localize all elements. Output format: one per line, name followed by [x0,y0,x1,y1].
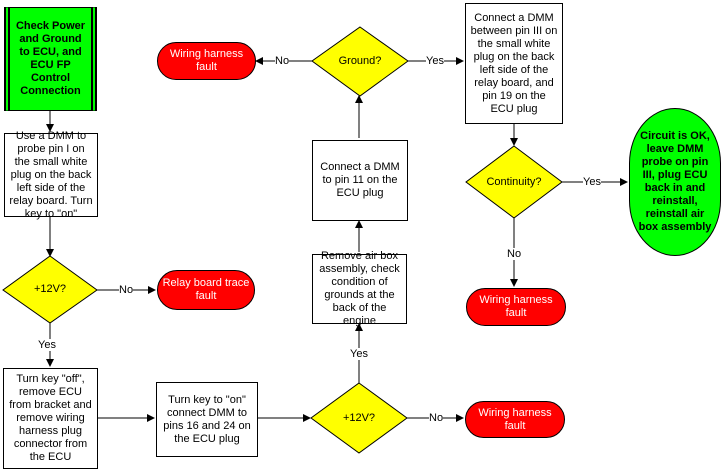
harness-fault-mid-label: Wiring harness fault [479,294,553,319]
decision-12v-2-label: +12V? [342,411,376,424]
edge-label-yes-airbox: Yes [350,348,368,360]
remove-airbox-box: Remove air box assembly, check condition… [312,250,407,327]
decision-12v-1: +12V? [3,256,97,323]
harness-fault-top-terminal: Wiring harness fault [157,42,256,80]
decision-12v-2: +12V? [311,383,407,453]
connect-pin11-box: Connect a DMM to pin 11 on the ECU plug [312,140,408,221]
start-label: Check Power and Ground to ECU, and ECU F… [15,20,86,97]
edge-label-yes-pin3: Yes [426,55,444,67]
edge-label-no-bottom: No [429,412,444,424]
harness-fault-mid-terminal: Wiring harness fault [466,288,566,326]
decision-continuity-shape [465,145,563,219]
edge-label-no-mid: No [507,248,522,260]
key-off-box: Turn key "off", remove ECU from bracket … [3,368,98,469]
key-off-label: Turn key "off", remove ECU from bracket … [9,373,92,463]
circuit-ok-label: Circuit is OK, leave DMM probe on pin II… [638,130,712,233]
decision-12v-1-label: +12V? [33,283,67,295]
remove-airbox-label: Remove air box assembly, check condition… [319,250,400,327]
edge-label-no-top: No [275,55,290,67]
harness-fault-bottom-label: Wiring harness fault [478,406,552,432]
start-box: Check Power and Ground to ECU, and ECU F… [4,7,97,111]
key-on-label: Turn key to "on" connect DMM to pins 16 … [163,393,251,445]
edge-label-yes-ok: Yes [583,176,601,188]
decision-ground: Ground? [312,27,408,96]
probe-pin1-label: Use a DMM to probe pin I on the small wh… [9,129,93,220]
decision-ground-shape [311,26,409,97]
circuit-ok-terminal: Circuit is OK, leave DMM probe on pin II… [629,108,721,256]
decision-continuity: Continuity? [466,146,562,218]
decision-continuity-label: Continuity? [486,175,542,188]
decision-ground-label: Ground? [338,55,382,67]
key-on-box: Turn key to "on" connect DMM to pins 16 … [156,382,258,457]
relay-trace-fault-terminal: Relay board trace fault [157,270,255,310]
probe-pin1-box: Use a DMM to probe pin I on the small wh… [4,130,98,220]
harness-fault-top-label: Wiring harness fault [169,48,244,73]
edge-label-no-relay: No [119,284,134,296]
relay-trace-fault-label: Relay board trace fault [162,277,250,302]
decision-12v-2-shape [310,382,408,454]
edge-label-yes-keyoff: Yes [38,339,56,351]
connect-pin3-label: Connect a DMM between pin III on the sma… [470,11,558,115]
harness-fault-bottom-terminal: Wiring harness fault [465,401,565,438]
connect-pin3-box: Connect a DMM between pin III on the sma… [465,3,563,124]
connect-pin11-label: Connect a DMM to pin 11 on the ECU plug [320,161,400,199]
decision-12v-1-shape [2,255,98,324]
